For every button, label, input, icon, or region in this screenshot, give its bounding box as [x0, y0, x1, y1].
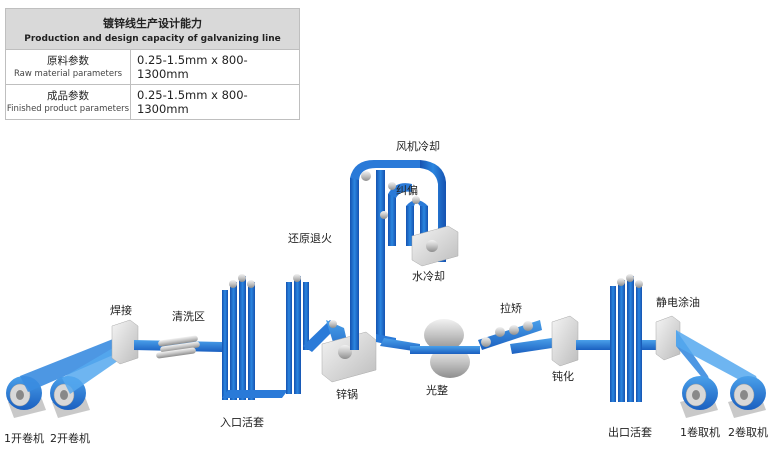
- skin-pass-mill: [410, 319, 480, 378]
- table-title-en: Production and design capacity of galvan…: [24, 33, 281, 44]
- label-zinc-pot: 锌锅: [336, 387, 358, 401]
- finished-product-value: 0.25-1.5mm x 800-1300mm: [130, 84, 300, 120]
- strip-to-exit-looper: [576, 340, 610, 350]
- label-deviation: 纠偏: [396, 183, 418, 197]
- zinc-pot: [321, 320, 377, 383]
- strip-to-oiler: [642, 340, 660, 350]
- label-passivation: 钝化: [552, 369, 574, 383]
- finished-product-label-en: Finished product parameters: [6, 104, 130, 114]
- label-cleaning: 清洗区: [172, 310, 205, 323]
- cleaning-rollers: [156, 335, 200, 359]
- welding-box: [111, 319, 139, 365]
- capacity-table: 镀锌线生产设计能力 Production and design capacity…: [5, 8, 300, 120]
- label-annealing: 还原退火: [288, 232, 332, 245]
- oiling-box: [655, 315, 681, 361]
- label-coiler-1: 1卷取机: [680, 425, 720, 439]
- exit-looper: [610, 274, 643, 402]
- uncoiler-1: [6, 376, 46, 418]
- passivation-box: [551, 315, 579, 367]
- coiler-2: [728, 376, 766, 418]
- label-entry-looper: 入口活套: [220, 416, 264, 429]
- label-coiler-2: 2卷取机: [728, 425, 768, 439]
- capacity-table-header: 镀锌线生产设计能力 Production and design capacity…: [5, 8, 300, 50]
- label-water-cooling: 水冷却: [412, 270, 445, 283]
- table-title-zh: 镀锌线生产设计能力: [103, 16, 202, 30]
- label-oiling: 静电涂油: [656, 295, 700, 309]
- table-row: 成品参数 Finished product parameters 0.25-1.…: [5, 84, 300, 120]
- label-welding: 焊接: [110, 303, 132, 317]
- water-cooling-box: [411, 225, 459, 267]
- raw-material-label-en: Raw material parameters: [13, 69, 123, 79]
- finished-product-label-zh: 成品参数: [47, 90, 89, 102]
- table-row: 原料参数 Raw material parameters 0.25-1.5mm …: [5, 49, 300, 85]
- strip-exit-2: [676, 330, 762, 392]
- raw-material-label-zh: 原料参数: [47, 55, 89, 67]
- label-skin-pass: 光整: [426, 383, 448, 397]
- label-uncoiler-1: 1开卷机: [4, 431, 44, 445]
- label-tension-leveler: 拉矫: [500, 301, 522, 315]
- label-uncoiler-2: 2开卷机: [50, 431, 90, 445]
- strip-entry-2: [62, 345, 122, 394]
- coiler-1: [680, 376, 718, 418]
- tension-leveler: [478, 320, 552, 354]
- entry-looper: [222, 274, 288, 400]
- strip-entry-1: [20, 337, 120, 392]
- label-air-cooling: 风机冷却: [396, 139, 440, 153]
- label-exit-looper: 出口活套: [608, 425, 652, 439]
